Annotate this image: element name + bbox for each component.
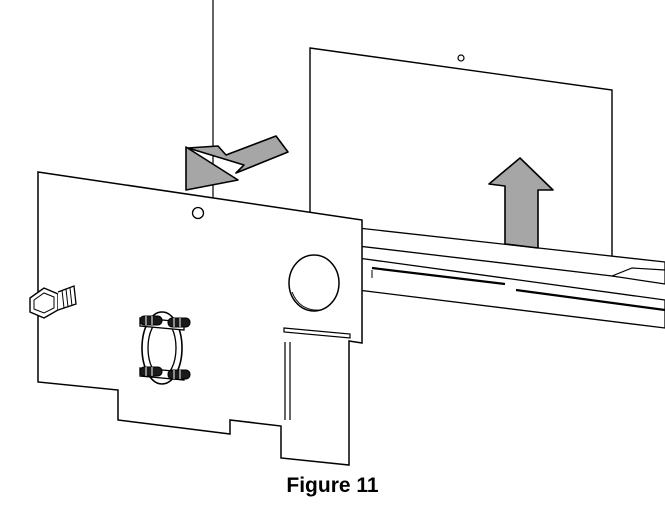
arrow-left-down-icon: [187, 135, 289, 174]
screw-icon: [29, 285, 77, 319]
round-knockout-shade: [291, 291, 323, 311]
slot-cutout-top: [283, 327, 351, 339]
front-cover-plate: [37, 171, 363, 466]
plate-hole: [191, 206, 205, 220]
arrow-up-icon: [488, 157, 554, 249]
arrow-left-down-head: [185, 146, 239, 191]
figure-caption: Figure 11: [286, 474, 379, 497]
rail-end-tab: [609, 267, 665, 285]
rail-slot-line: [371, 266, 506, 286]
rear-panel-hole: [457, 54, 465, 62]
rail-slot-line-2: [515, 288, 665, 312]
round-knockout: [288, 254, 340, 312]
installation-diagram: [29, 0, 665, 466]
cable-clamp-icon: [139, 311, 191, 385]
